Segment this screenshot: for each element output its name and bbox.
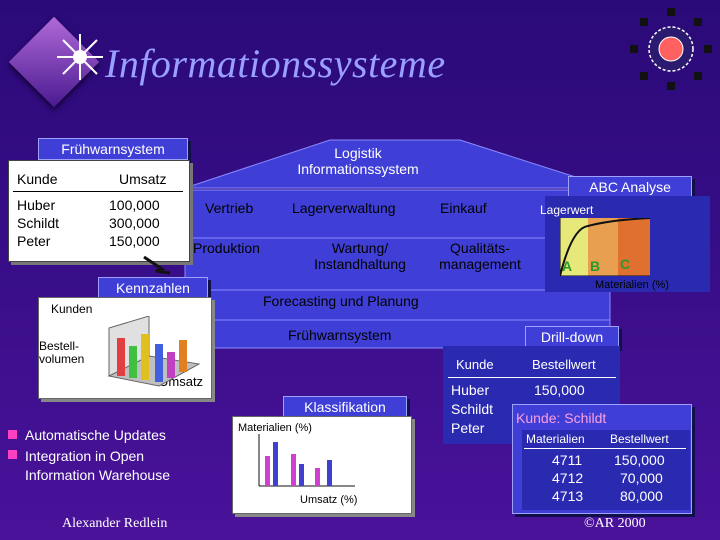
- drill-sub-divider: [524, 448, 686, 449]
- abc-class-a: A: [562, 258, 573, 274]
- table-row: 100,000: [109, 197, 160, 213]
- cube-bestellvolumen: Bestell- volumen: [39, 339, 85, 366]
- drill-sub-row: 4713: [552, 488, 584, 504]
- starburst-icon: [57, 34, 103, 80]
- bullet-automatische-updates: Automatische Updates: [25, 427, 166, 443]
- abc-ylabel: Lagerwert: [540, 203, 594, 217]
- arrow-icon: [143, 255, 171, 275]
- drill-sub-row: 70,000: [620, 470, 663, 486]
- drill-sub-col-materialien: Materialien: [526, 432, 585, 446]
- drill-sub-col-bestellwert: Bestellwert: [610, 432, 669, 446]
- table-row: Huber: [17, 197, 56, 213]
- klassifikation-header: Klassifikation: [283, 396, 407, 418]
- klassifikation-chart: [258, 434, 355, 487]
- fruehwarn-title: Frühwarnsystem: [61, 141, 165, 157]
- cube-kunden: Kunden: [51, 302, 93, 316]
- abc-title: ABC Analyse: [589, 179, 671, 195]
- kennzahlen-header: Kennzahlen: [98, 277, 208, 299]
- drill-divider: [448, 377, 616, 378]
- drilldown-title: Drill-down: [540, 329, 604, 345]
- bullet-integration: Integration in Open Information Warehous…: [25, 448, 170, 483]
- drill-sub-row: 4711: [552, 452, 583, 468]
- drill-kunde-schildt[interactable]: Schildt: [451, 401, 494, 417]
- col-kunde: Kunde: [17, 171, 58, 187]
- klassifikation-panel: [232, 416, 412, 514]
- table-row: Schildt: [17, 215, 60, 231]
- klassifikation-title: Klassifikation: [304, 399, 386, 415]
- cube-chart: [107, 316, 201, 387]
- drill-sub-row: 150,000: [614, 452, 665, 468]
- abc-chart: [560, 218, 650, 276]
- drill-col-kunde: Kunde: [456, 357, 494, 372]
- drill-col-bestellwert: Bestellwert: [532, 357, 596, 372]
- table-divider: [13, 191, 183, 192]
- logistik-house: [184, 139, 611, 349]
- module-qualitaet[interactable]: Qualitäts- management: [439, 240, 521, 272]
- klass-xlabel: Umsatz (%): [300, 494, 358, 506]
- fruehwarn-table: Kunde Umsatz Huber 100,000 Schildt 300,0…: [8, 160, 190, 262]
- table-row: 150,000: [109, 233, 160, 249]
- fruehwarn-band-label: Frühwarnsystem: [288, 327, 392, 343]
- logistik-label: Logistik Informationssystem: [297, 145, 419, 177]
- drilldown-header: Drill-down: [525, 326, 619, 348]
- forecasting-label: Forecasting und Planung: [263, 293, 419, 309]
- col-umsatz: Umsatz: [119, 171, 167, 187]
- footer-author: Alexander Redlein: [62, 516, 168, 531]
- footer-copyright: ©AR 2000: [584, 516, 646, 531]
- drill-sub-title: Kunde: Schildt: [516, 410, 607, 426]
- module-einkauf[interactable]: Einkauf: [440, 200, 487, 216]
- drill-wert: 150,000: [534, 382, 585, 398]
- module-wartung[interactable]: Wartung/ Instandhaltung: [314, 240, 406, 272]
- abc-class-c: C: [620, 256, 631, 272]
- page-title: Informationssysteme: [105, 41, 446, 86]
- drill-kunde-huber: Huber: [451, 382, 490, 398]
- module-lagerverwaltung[interactable]: Lagerverwaltung: [292, 200, 396, 216]
- klass-ylabel: Materialien (%): [238, 422, 312, 434]
- abc-class-b: B: [590, 258, 601, 274]
- kennzahlen-title: Kennzahlen: [116, 280, 190, 296]
- bullet-square-icon: [8, 430, 17, 439]
- abc-header: ABC Analyse: [568, 176, 692, 198]
- bullet-square-icon: [8, 450, 17, 459]
- abc-xlabel: Materialien (%): [595, 279, 669, 291]
- table-row: Peter: [17, 233, 51, 249]
- module-vertrieb[interactable]: Vertrieb: [205, 200, 254, 216]
- cube-panel: Kunden Bestell- volumen Umsatz: [38, 297, 212, 399]
- fruehwarn-header: Frühwarnsystem: [38, 138, 188, 160]
- drill-kunde-peter: Peter: [451, 420, 485, 436]
- module-produktion[interactable]: Produktion: [193, 240, 260, 256]
- clock-logo-icon: [630, 8, 712, 90]
- drill-sub-table: [522, 430, 690, 510]
- table-row: 300,000: [109, 215, 160, 231]
- drill-sub-row: 80,000: [620, 488, 663, 504]
- drill-sub-row: 4712: [552, 470, 584, 486]
